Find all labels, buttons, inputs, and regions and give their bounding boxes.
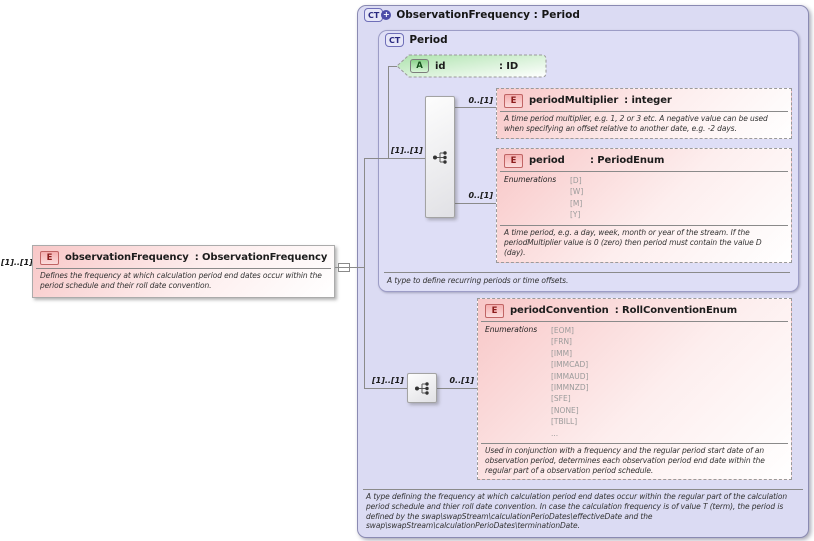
element-header: E period : PeriodEnum: [497, 149, 791, 169]
enumeration-value: [IMMAUD]: [551, 371, 589, 381]
enumeration-value: [M]: [570, 198, 583, 208]
enumerations-section: Enumerations [EOM][FRN][IMM][IMMCAD][IMM…: [478, 322, 791, 441]
separator: [481, 321, 788, 322]
enumerations-label: Enumerations: [504, 175, 557, 184]
enumeration-values: [EOM][FRN][IMM][IMMCAD][IMMAUD][IMMNZD][…: [551, 325, 589, 439]
enumerations-label: Enumerations: [485, 325, 538, 334]
element-name: observationFrequency: [65, 252, 189, 263]
enumeration-values: [D] [W][M] [Y]: [570, 175, 583, 221]
separator: [384, 272, 790, 273]
sequence-icon: [414, 381, 429, 395]
enumeration-value: [IMM]: [551, 348, 573, 358]
element-icon: E: [40, 250, 59, 265]
connector-line: [388, 66, 397, 67]
element-type: : ObservationFrequency: [194, 252, 328, 263]
separator: [363, 489, 803, 490]
enumeration-value: [IMMNZD]: [551, 383, 589, 393]
attribute-box-id[interactable]: A id : ID: [396, 54, 548, 78]
element-annotation: Used in conjunction with a frequency and…: [485, 446, 765, 476]
enumeration-value: [D]: [570, 176, 582, 185]
attribute-name: id: [435, 60, 446, 72]
enumeration-value: [TBILL]: [551, 417, 578, 427]
element-annotation: Defines the frequency at which calculati…: [40, 271, 322, 290]
separator: [500, 111, 788, 112]
separator: [481, 443, 788, 445]
separator: [500, 171, 788, 172]
attribute-header: A id : ID: [410, 54, 544, 78]
element-annotation: A time period multiplier, e.g. 1, 2 or 3…: [504, 114, 768, 133]
attribute-icon: A: [410, 59, 429, 73]
connector-line: [388, 66, 389, 158]
sequence-icon: [432, 150, 447, 164]
period-footer-annotation: A type to define recurring periods or ti…: [387, 276, 569, 285]
element-icon: E: [485, 303, 504, 318]
seq2-in-cardinality: [1]..[1]: [372, 376, 404, 385]
element-box-observationFrequency[interactable]: E observationFrequency : ObservationFreq…: [32, 245, 335, 298]
plus-icon[interactable]: +: [381, 10, 392, 20]
period-cardinality: 0..[1]: [468, 191, 493, 200]
seq1-in-cardinality: [1]..[1]: [391, 146, 423, 155]
connector-line: [455, 203, 496, 204]
complextype-icon: CT: [385, 33, 405, 47]
element-icon: E: [504, 93, 523, 108]
period-title: Period: [409, 34, 448, 46]
enumeration-value: [FRN]: [551, 337, 572, 347]
attribute-type: : ID: [499, 60, 519, 72]
element-header: E periodMultiplier : integer: [497, 89, 791, 109]
connector-trunk-line: [364, 158, 365, 389]
enumeration-value: ...: [551, 428, 559, 438]
outer-header: CT + ObservationFrequency : Period: [364, 8, 580, 22]
element-type: : PeriodEnum: [590, 155, 665, 166]
enumeration-value: [W]: [570, 187, 584, 197]
separator: [500, 224, 788, 226]
periodMultiplier-cardinality: 0..[1]: [468, 96, 493, 105]
enumeration-value: [EOM]: [551, 326, 574, 335]
attribute-tag-shape: [396, 54, 547, 78]
element-header: E periodConvention : RollConventionEnum: [478, 299, 791, 319]
enumeration-value: [IMMCAD]: [551, 360, 589, 370]
enumeration-value: [SFE]: [551, 394, 571, 404]
element-name: periodMultiplier: [529, 95, 619, 106]
element-box-period[interactable]: E period : PeriodEnum Enumerations [D] [W…: [496, 148, 792, 263]
periodConvention-cardinality: 0..[1]: [449, 376, 474, 385]
period-header: CT Period: [385, 33, 448, 47]
connector-line: [437, 388, 477, 389]
element-type: : RollConventionEnum: [614, 305, 738, 316]
outer-title: ObservationFrequency : Period: [396, 9, 580, 21]
element-type: : integer: [624, 95, 672, 106]
sequence-connector-1[interactable]: [425, 96, 455, 218]
connector-line: [364, 158, 425, 159]
sequence-connector-2[interactable]: [407, 373, 437, 403]
element-icon: E: [504, 153, 523, 168]
element-header: E observationFrequency : ObservationFreq…: [33, 246, 334, 266]
enumeration-value: [Y]: [570, 210, 581, 220]
element-box-periodConvention[interactable]: E periodConvention : RollConventionEnum …: [477, 298, 792, 480]
element-name: periodConvention: [510, 305, 609, 316]
separator: [36, 268, 331, 269]
enumeration-value: [NONE]: [551, 405, 579, 415]
enumerations-section: Enumerations [D] [W][M] [Y]: [497, 172, 791, 223]
element-box-periodMultiplier[interactable]: E periodMultiplier : integer A time peri…: [496, 88, 792, 139]
source-cardinality-label: [1]..[1]: [1, 258, 33, 267]
element-name: period: [529, 155, 565, 166]
element-annotation: A time period, e.g. a day, week, month o…: [504, 227, 762, 257]
connector-line: [364, 388, 407, 389]
collapse-connector-icon[interactable]: [338, 263, 350, 272]
connector-line: [455, 107, 496, 108]
outer-footer-annotation: A type defining the frequency at which c…: [366, 492, 788, 531]
